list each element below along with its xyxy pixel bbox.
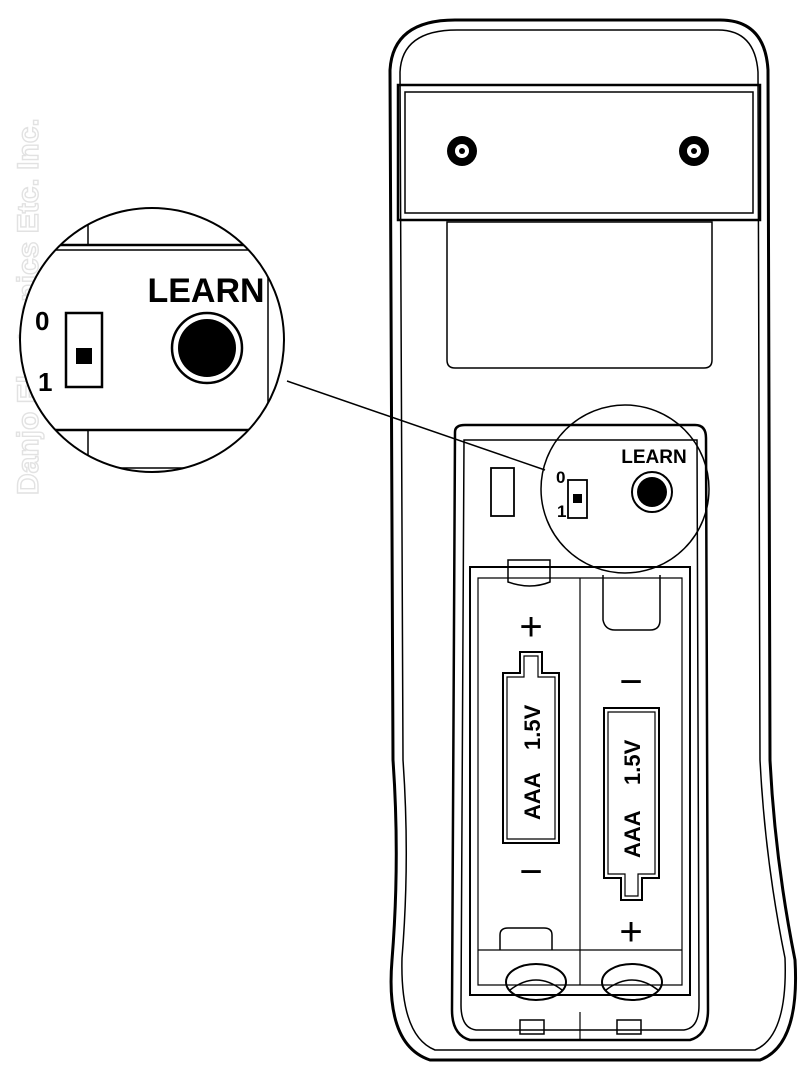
- remote-mode-switch[interactable]: [567, 479, 588, 519]
- remote-learn-label: LEARN: [621, 447, 686, 468]
- battery-right-minus: −: [619, 660, 642, 704]
- battery-left-minus: −: [519, 850, 542, 894]
- zoom-switch-label-1: 1: [38, 367, 52, 397]
- zoom-learn-label: LEARN: [147, 272, 264, 310]
- callout-leader-line: [286, 380, 546, 471]
- battery-right: − + AAA 1.5V: [603, 660, 660, 954]
- remote-learn-button[interactable]: [631, 471, 673, 513]
- remote-switch-label-1: 1: [557, 502, 566, 521]
- remote-switch-label-0: 0: [556, 468, 565, 487]
- screw-left-icon: [447, 136, 477, 166]
- screw-right-icon: [679, 136, 709, 166]
- battery-left: + − AAA 1.5V: [502, 605, 560, 894]
- label-recess: [446, 221, 713, 369]
- zoom-callout: LEARN 0 1: [19, 207, 285, 473]
- remote-body: [388, 18, 798, 1062]
- detail-circle-small: LEARN 0 1: [540, 404, 710, 574]
- battery-left-voltage: 1.5V: [520, 704, 545, 750]
- zoom-learn-button[interactable]: [170, 311, 244, 385]
- zoom-switch-label-0: 0: [35, 306, 49, 336]
- battery-right-type: AAA: [620, 810, 645, 858]
- battery-right-plus: +: [619, 910, 642, 954]
- zoom-mode-switch[interactable]: [64, 311, 104, 389]
- battery-left-plus: +: [519, 605, 542, 649]
- battery-bay: [469, 559, 691, 1001]
- slot: [490, 467, 515, 517]
- battery-compartment: [450, 423, 710, 1042]
- battery-left-type: AAA: [520, 772, 545, 820]
- battery-right-voltage: 1.5V: [620, 739, 645, 785]
- top-plate: [396, 83, 762, 222]
